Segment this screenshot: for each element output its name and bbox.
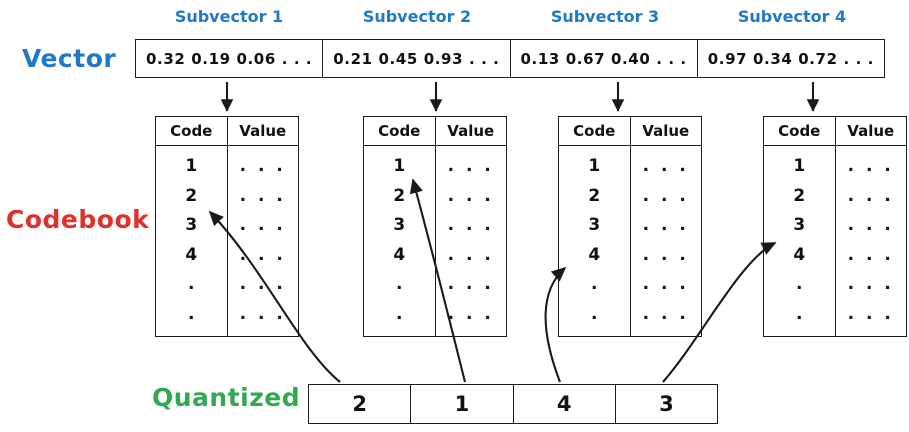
codebook-header-value-3: Value xyxy=(642,122,690,140)
codebook-code-cell: . xyxy=(591,303,598,324)
codebook-value-column-4: . . . . . . . . . . . . . . . . . . xyxy=(836,146,907,337)
codebook-code-column-2: 1 2 3 4 . . xyxy=(364,146,436,337)
vector-cell-2: 0.21 0.45 0.93 . . . xyxy=(323,40,511,77)
codebook-body-2: 1 2 3 4 . . . . . . . . . . . . . . . . … xyxy=(364,146,506,337)
codebook-header-code-4: Code xyxy=(764,117,836,145)
codebook-code-cell: . xyxy=(796,274,803,295)
quantized-cell-2: 1 xyxy=(411,385,514,423)
codebook-header-code-2: Code xyxy=(364,117,436,145)
subvector-caption-1: Subvector 1 xyxy=(174,7,284,26)
codebook-code-column-1: 1 2 3 4 . . xyxy=(156,146,228,337)
codebook-value-column-3: . . . . . . . . . . . . . . . . . . xyxy=(631,146,702,337)
row-label-codebook: Codebook xyxy=(6,205,150,234)
codebook-value-cell: . . . xyxy=(847,156,894,177)
codebook-code-cell: . xyxy=(796,303,803,324)
codebook-code-cell: 2 xyxy=(588,185,601,206)
codebook-header-value-1: Value xyxy=(239,122,287,140)
codebook-table-1: Code Value 1 2 3 4 . . . . . . . . . . .… xyxy=(155,116,299,337)
codebook-body-4: 1 2 3 4 . . . . . . . . . . . . . . . . … xyxy=(764,146,906,337)
codebook-value-cell: . . . xyxy=(447,274,494,295)
codebook-code-cell: 4 xyxy=(185,244,198,265)
codebook-value-cell: . . . xyxy=(847,244,894,265)
codebook-table-2: Code Value 1 2 3 4 . . . . . . . . . . .… xyxy=(363,116,507,337)
codebook-code-column-4: 1 2 3 4 . . xyxy=(764,146,836,337)
codebook-header-3: Code Value xyxy=(559,117,701,146)
codebook-value-cell: . . . xyxy=(642,185,689,206)
codebook-value-cell: . . . xyxy=(239,244,286,265)
codebook-value-cell: . . . xyxy=(847,274,894,295)
codebook-table-4: Code Value 1 2 3 4 . . . . . . . . . . .… xyxy=(763,116,907,337)
codebook-table-3: Code Value 1 2 3 4 . . . . . . . . . . .… xyxy=(558,116,702,337)
codebook-code-cell: 4 xyxy=(393,244,406,265)
codebook-code-cell: . xyxy=(396,274,403,295)
codebook-code-cell: . xyxy=(396,303,403,324)
codebook-value-cell: . . . xyxy=(642,303,689,324)
codebook-value-cell: . . . xyxy=(447,156,494,177)
codebook-code-cell: 1 xyxy=(185,156,198,177)
codebook-code-cell: 1 xyxy=(393,156,406,177)
codebook-value-cell: . . . xyxy=(847,215,894,236)
codebook-code-cell: . xyxy=(591,274,598,295)
codebook-value-cell: . . . xyxy=(642,244,689,265)
codebook-code-cell: 4 xyxy=(588,244,601,265)
vector-strip: 0.32 0.19 0.06 . . . 0.21 0.45 0.93 . . … xyxy=(135,39,885,78)
codebook-code-cell: . xyxy=(188,303,195,324)
codebook-body-3: 1 2 3 4 . . . . . . . . . . . . . . . . … xyxy=(559,146,701,337)
codebook-code-cell: 3 xyxy=(588,215,601,236)
codebook-value-cell: . . . xyxy=(239,185,286,206)
vector-cell-3: 0.13 0.67 0.40 . . . xyxy=(511,40,698,77)
codebook-code-cell: 2 xyxy=(793,185,806,206)
codebook-value-cell: . . . xyxy=(447,185,494,206)
codebook-value-cell: . . . xyxy=(847,303,894,324)
quantized-cell-3: 4 xyxy=(514,385,616,423)
subvector-caption-4: Subvector 4 xyxy=(737,7,847,26)
row-label-vector: Vector xyxy=(22,44,117,73)
codebook-value-cell: . . . xyxy=(239,215,286,236)
codebook-value-cell: . . . xyxy=(447,303,494,324)
codebook-value-cell: . . . xyxy=(447,215,494,236)
codebook-value-cell: . . . xyxy=(642,215,689,236)
subvector-caption-2: Subvector 2 xyxy=(362,7,472,26)
row-label-quantized: Quantized xyxy=(152,383,301,412)
codebook-value-cell: . . . xyxy=(847,185,894,206)
codebook-code-cell: 2 xyxy=(393,185,406,206)
vector-cell-1: 0.32 0.19 0.06 . . . xyxy=(136,40,324,77)
codebook-value-column-1: . . . . . . . . . . . . . . . . . . xyxy=(228,146,299,337)
quantized-cell-1: 2 xyxy=(309,385,412,423)
codebook-code-cell: 3 xyxy=(793,215,806,236)
codebook-header-value-2: Value xyxy=(447,122,495,140)
codebook-header-2: Code Value xyxy=(364,117,506,146)
codebook-value-cell: . . . xyxy=(239,303,286,324)
codebook-code-cell: 3 xyxy=(185,215,198,236)
codebook-value-cell: . . . xyxy=(642,274,689,295)
codebook-code-cell: 4 xyxy=(793,244,806,265)
quantized-cell-4: 3 xyxy=(659,392,674,416)
quantized-strip: 2 1 4 3 xyxy=(308,384,718,424)
subvector-caption-3: Subvector 3 xyxy=(550,7,660,26)
codebook-code-cell: 1 xyxy=(793,156,806,177)
codebook-header-code-1: Code xyxy=(156,117,228,145)
codebook-header-1: Code Value xyxy=(156,117,298,146)
codebook-code-column-3: 1 2 3 4 . . xyxy=(559,146,631,337)
codebook-code-cell: 1 xyxy=(588,156,601,177)
codebook-header-value-4: Value xyxy=(847,122,895,140)
codebook-value-cell: . . . xyxy=(239,156,286,177)
codebook-code-cell: . xyxy=(188,274,195,295)
codebook-code-cell: 3 xyxy=(393,215,406,236)
codebook-body-1: 1 2 3 4 . . . . . . . . . . . . . . . . … xyxy=(156,146,298,337)
vector-cell-4: 0.97 0.34 0.72 . . . xyxy=(707,49,874,68)
codebook-code-cell: 2 xyxy=(185,185,198,206)
codebook-header-4: Code Value xyxy=(764,117,906,146)
codebook-value-column-2: . . . . . . . . . . . . . . . . . . xyxy=(436,146,507,337)
codebook-value-cell: . . . xyxy=(642,156,689,177)
codebook-value-cell: . . . xyxy=(447,244,494,265)
codebook-value-cell: . . . xyxy=(239,274,286,295)
codebook-header-code-3: Code xyxy=(559,117,631,145)
